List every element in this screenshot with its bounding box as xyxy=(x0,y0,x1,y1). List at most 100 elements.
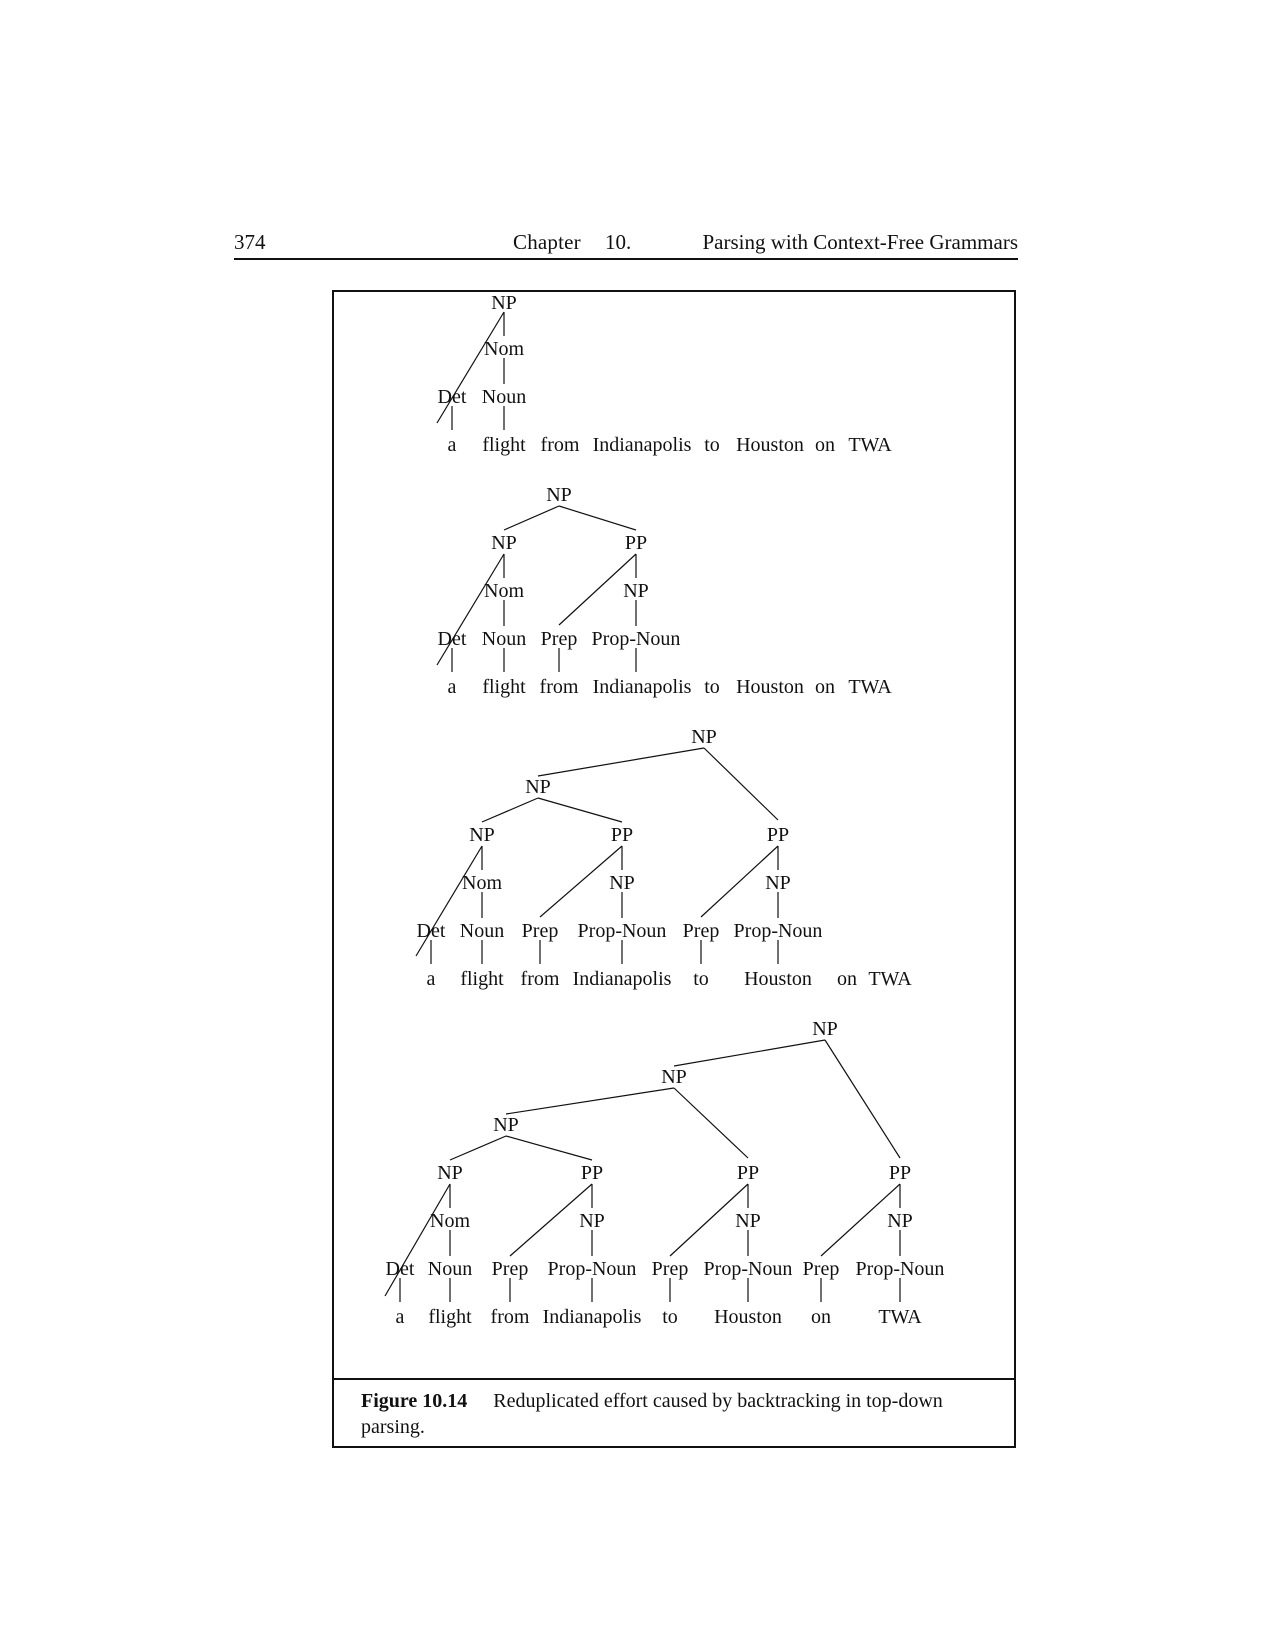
tree-edge xyxy=(509,1183,593,1257)
tree-word: to xyxy=(704,434,720,456)
tree-word: TWA xyxy=(868,968,912,990)
tree-node: NP xyxy=(691,726,717,748)
tree-node: NP xyxy=(491,292,517,314)
tree-node: NP xyxy=(661,1066,687,1088)
tree-word: Indianapolis xyxy=(573,968,672,990)
tree-node: Noun xyxy=(482,628,526,650)
tree-edge xyxy=(537,747,705,777)
tree-word: to xyxy=(662,1306,678,1328)
tree-node: NP xyxy=(623,580,649,602)
tree-node: PP xyxy=(581,1162,603,1184)
tree-word: from xyxy=(491,1306,530,1328)
tree-word: a xyxy=(427,968,436,990)
tree-node: PP xyxy=(611,824,633,846)
tree-word: a xyxy=(396,1306,405,1328)
tree-word: Indianapolis xyxy=(593,676,692,698)
chapter-number: 10. xyxy=(605,230,632,254)
tree-word: Houston xyxy=(744,968,812,990)
chapter-label: Chapter xyxy=(513,230,581,254)
tree-node: PP xyxy=(767,824,789,846)
parse-tree-figure: NP Nom Det Noun a flight from Indianapol… xyxy=(384,292,945,1328)
tree-node: Nom xyxy=(430,1210,470,1232)
tree-word: a xyxy=(448,676,457,698)
tree-edge xyxy=(703,747,779,821)
tree-edge xyxy=(558,505,637,531)
page-number: 374 xyxy=(234,230,266,254)
tree-edge xyxy=(824,1039,901,1159)
tree-edge xyxy=(539,845,623,918)
tree-node: NP xyxy=(491,532,517,554)
parse-tree-3: NP NP NP PP PP Nom NP NP Det Noun Prep P… xyxy=(415,726,912,990)
tree-node: Det xyxy=(386,1258,415,1280)
tree-node: NP xyxy=(812,1018,838,1040)
tree-node: Prop-Noun xyxy=(704,1258,793,1280)
tree-edge xyxy=(503,505,560,531)
tree-edge xyxy=(384,1183,451,1297)
tree-node: NP xyxy=(493,1114,519,1136)
tree-word: to xyxy=(704,676,720,698)
tree-word: Houston xyxy=(736,676,804,698)
tree-edge xyxy=(673,1087,749,1159)
tree-node: Prep xyxy=(492,1258,529,1280)
tree-edge xyxy=(669,1183,749,1257)
tree-edge xyxy=(700,845,779,918)
parse-tree-2: NP NP PP Nom NP Det Noun Prep Prop-Noun … xyxy=(436,484,892,698)
tree-word: on xyxy=(811,1306,831,1328)
tree-node: Nom xyxy=(484,580,524,602)
tree-word: TWA xyxy=(878,1306,922,1328)
tree-node: Prop-Noun xyxy=(856,1258,945,1280)
tree-node: Noun xyxy=(482,386,526,408)
tree-node: Prep xyxy=(652,1258,689,1280)
tree-node: NP xyxy=(437,1162,463,1184)
tree-word: from xyxy=(541,434,580,456)
tree-edge xyxy=(436,553,505,666)
tree-node: Det xyxy=(417,920,446,942)
tree-node: Prop-Noun xyxy=(592,628,681,650)
figure-frame: NP Nom Det Noun a flight from Indianapol… xyxy=(332,290,1016,1448)
tree-node: NP xyxy=(469,824,495,846)
tree-node: NP xyxy=(735,1210,761,1232)
caption-text: Reduplicated effort caused by backtracki… xyxy=(361,1390,943,1438)
tree-word: Indianapolis xyxy=(543,1306,642,1328)
tree-edge xyxy=(820,1183,901,1257)
tree-word: on xyxy=(815,676,835,698)
tree-node: PP xyxy=(625,532,647,554)
tree-edge xyxy=(558,553,637,626)
tree-edge xyxy=(481,797,539,823)
tree-node: Det xyxy=(438,628,467,650)
tree-edge xyxy=(436,311,505,424)
tree-word: Indianapolis xyxy=(593,434,692,456)
tree-node: NP xyxy=(525,776,551,798)
tree-node: NP xyxy=(546,484,572,506)
figure-label: Figure 10.14 xyxy=(361,1390,468,1412)
tree-node: Prep xyxy=(522,920,559,942)
parse-tree-1: NP Nom Det Noun a flight from Indianapol… xyxy=(436,292,892,456)
tree-edge xyxy=(449,1135,507,1161)
tree-node: Prop-Noun xyxy=(578,920,667,942)
chapter-title: Parsing with Context-Free Grammars xyxy=(702,230,1018,254)
tree-node: Prep xyxy=(541,628,578,650)
tree-word: on xyxy=(815,434,835,456)
tree-word: TWA xyxy=(848,434,892,456)
parse-tree-4: NP NP NP NP PP PP PP Nom NP NP NP Det No… xyxy=(384,1018,945,1328)
tree-word: from xyxy=(540,676,579,698)
tree-edge xyxy=(537,797,623,823)
tree-node: NP xyxy=(579,1210,605,1232)
tree-word: to xyxy=(693,968,709,990)
tree-edge xyxy=(415,845,483,957)
tree-word: TWA xyxy=(848,676,892,698)
tree-edge xyxy=(505,1087,675,1115)
tree-word: a xyxy=(448,434,457,456)
tree-node: Prop-Noun xyxy=(734,920,823,942)
tree-word: Houston xyxy=(736,434,804,456)
tree-edge xyxy=(673,1039,826,1067)
tree-node: NP xyxy=(765,872,791,894)
running-header: 374 Chapter 10. Parsing with Context-Fre… xyxy=(234,226,1018,260)
tree-word: on xyxy=(837,968,857,990)
tree-edge xyxy=(505,1135,593,1161)
tree-node: Prep xyxy=(683,920,720,942)
tree-node: Det xyxy=(438,386,467,408)
tree-node: Nom xyxy=(462,872,502,894)
tree-node: Prop-Noun xyxy=(548,1258,637,1280)
